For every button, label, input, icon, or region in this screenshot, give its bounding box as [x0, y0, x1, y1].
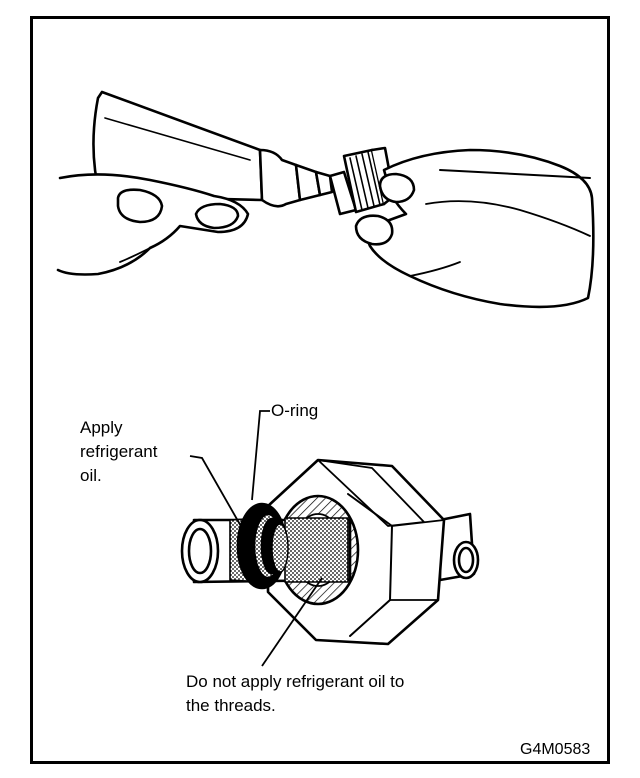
- apply-oil-label-line-3: oil.: [80, 466, 102, 485]
- pipe-oring-nut-drawing: [180, 458, 480, 646]
- pipe-outlet: [438, 512, 480, 582]
- apply-oil-label-line-1: Apply: [80, 418, 123, 437]
- leader-lines: [189, 410, 323, 667]
- left-hand: [56, 173, 250, 276]
- oil-bottle: [92, 90, 334, 208]
- oring-label: O-ring: [271, 401, 319, 420]
- leader-threads: [261, 577, 323, 667]
- threads-warning-line-1: Do not apply refrigerant oil to: [186, 672, 405, 691]
- o-ring: [236, 502, 289, 590]
- apply-oil-label: Apply refrigerant oil.: [80, 416, 200, 488]
- leader-oring: [251, 410, 270, 501]
- pipe-fitting-nut: [328, 146, 396, 216]
- hands-applying-oil-drawing: [56, 90, 595, 309]
- leader-apply-oil: [189, 455, 243, 529]
- figure-code: G4M0583: [520, 741, 591, 758]
- threads-warning-label: Do not apply refrigerant oil to the thre…: [186, 670, 516, 718]
- apply-oil-label-line-2: refrigerant: [80, 442, 158, 461]
- right-hand: [354, 148, 595, 309]
- threads-warning-line-2: the threads.: [186, 696, 276, 715]
